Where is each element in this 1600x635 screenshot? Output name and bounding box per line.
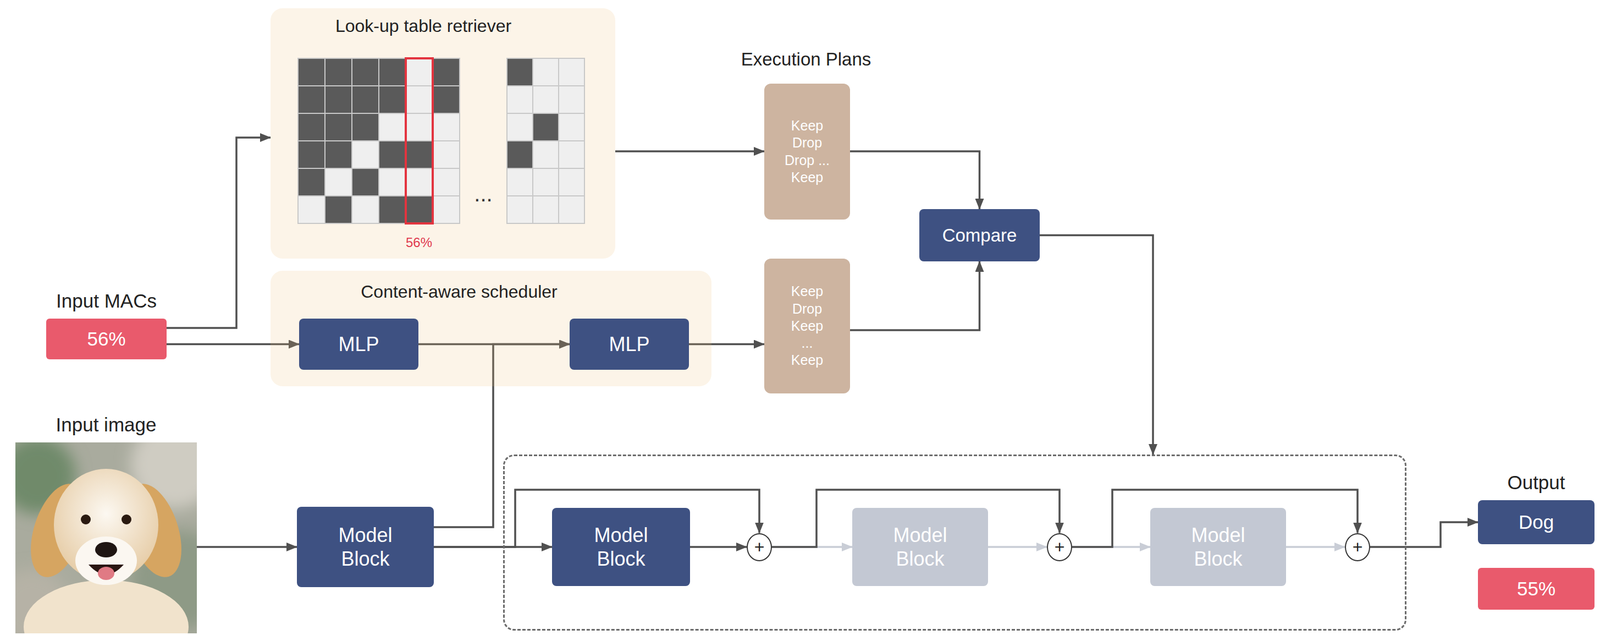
- percentage-marker: 56%: [405, 234, 433, 251]
- lookup-table-grids: [270, 8, 616, 259]
- compare-box: Compare: [919, 208, 1040, 262]
- panel-title-holder: Look-up table retriever: [270, 15, 577, 37]
- panel-title: Content-aware scheduler: [360, 281, 558, 302]
- arrow-connector: [1039, 235, 1153, 455]
- box-label: +: [1352, 536, 1364, 557]
- execution-plan: Keep Drop Drop ... Keep: [764, 83, 851, 220]
- heading-label: Input MACs: [56, 289, 157, 312]
- heading-label: Output: [1507, 471, 1565, 494]
- arrow-connector: [615, 150, 765, 153]
- execution-plan: Keep Drop Keep ... Keep: [764, 258, 851, 394]
- skipped-model-block: Model Block: [1150, 507, 1287, 586]
- arrow-connector: [988, 545, 1047, 548]
- arrow-connector: [850, 151, 980, 209]
- mlp-box: MLP: [569, 318, 689, 370]
- input-image: Input image: [15, 442, 197, 633]
- plan-steps: Keep Drop Drop ... Keep: [784, 117, 831, 186]
- scheduler-panel: Content-aware schedulerMLP MLP: [270, 270, 712, 386]
- panel-title: Look-up table retriever: [335, 15, 512, 36]
- box-label: Model Block: [580, 522, 663, 571]
- box-label: 56%: [86, 327, 126, 351]
- panel-title-holder: Content-aware scheduler: [270, 281, 648, 302]
- add-node: +: [746, 532, 772, 561]
- arrow-connector: [1286, 545, 1345, 548]
- box-label: Model Block: [879, 522, 962, 571]
- box-label: Dog: [1518, 510, 1554, 534]
- box-label: +: [1054, 536, 1066, 557]
- box-label: MLP: [608, 332, 650, 356]
- macs-input: Input MACs56%: [46, 318, 167, 360]
- skipped-model-block: Model Block: [852, 507, 989, 586]
- box-label: Model Block: [1177, 522, 1260, 571]
- arrow-connector: [1370, 521, 1478, 547]
- arrow-connector: [196, 545, 297, 548]
- arrow-connector: [690, 545, 747, 548]
- box-label: +: [754, 536, 765, 557]
- output-macs: 55%: [1477, 567, 1595, 610]
- retriever-panel: Look-up table retriever: [270, 8, 616, 259]
- model-block: Model Block: [296, 506, 434, 587]
- arrow-connector: [850, 261, 980, 330]
- model-block: Model Block: [552, 507, 691, 586]
- dog-photo: [15, 442, 197, 633]
- box-label: Model Block: [324, 522, 407, 571]
- box-label: 55%: [1516, 576, 1556, 600]
- mlp-box: MLP: [299, 318, 419, 370]
- add-node: +: [1046, 532, 1073, 561]
- box-label: MLP: [338, 332, 379, 356]
- output-class: OutputDog: [1477, 499, 1595, 544]
- heading-label: Input image: [56, 413, 157, 436]
- dynamic-blocks-region: Model Block Model Block Model Block + + +: [503, 454, 1407, 631]
- arrow-connector: [166, 137, 271, 328]
- ellipsis: ...: [473, 180, 493, 207]
- box-label: Compare: [942, 224, 1018, 247]
- section-heading: Execution Plans: [741, 48, 872, 70]
- plan-steps: Keep Drop Keep ... Keep: [784, 282, 831, 369]
- add-node: +: [1344, 532, 1371, 561]
